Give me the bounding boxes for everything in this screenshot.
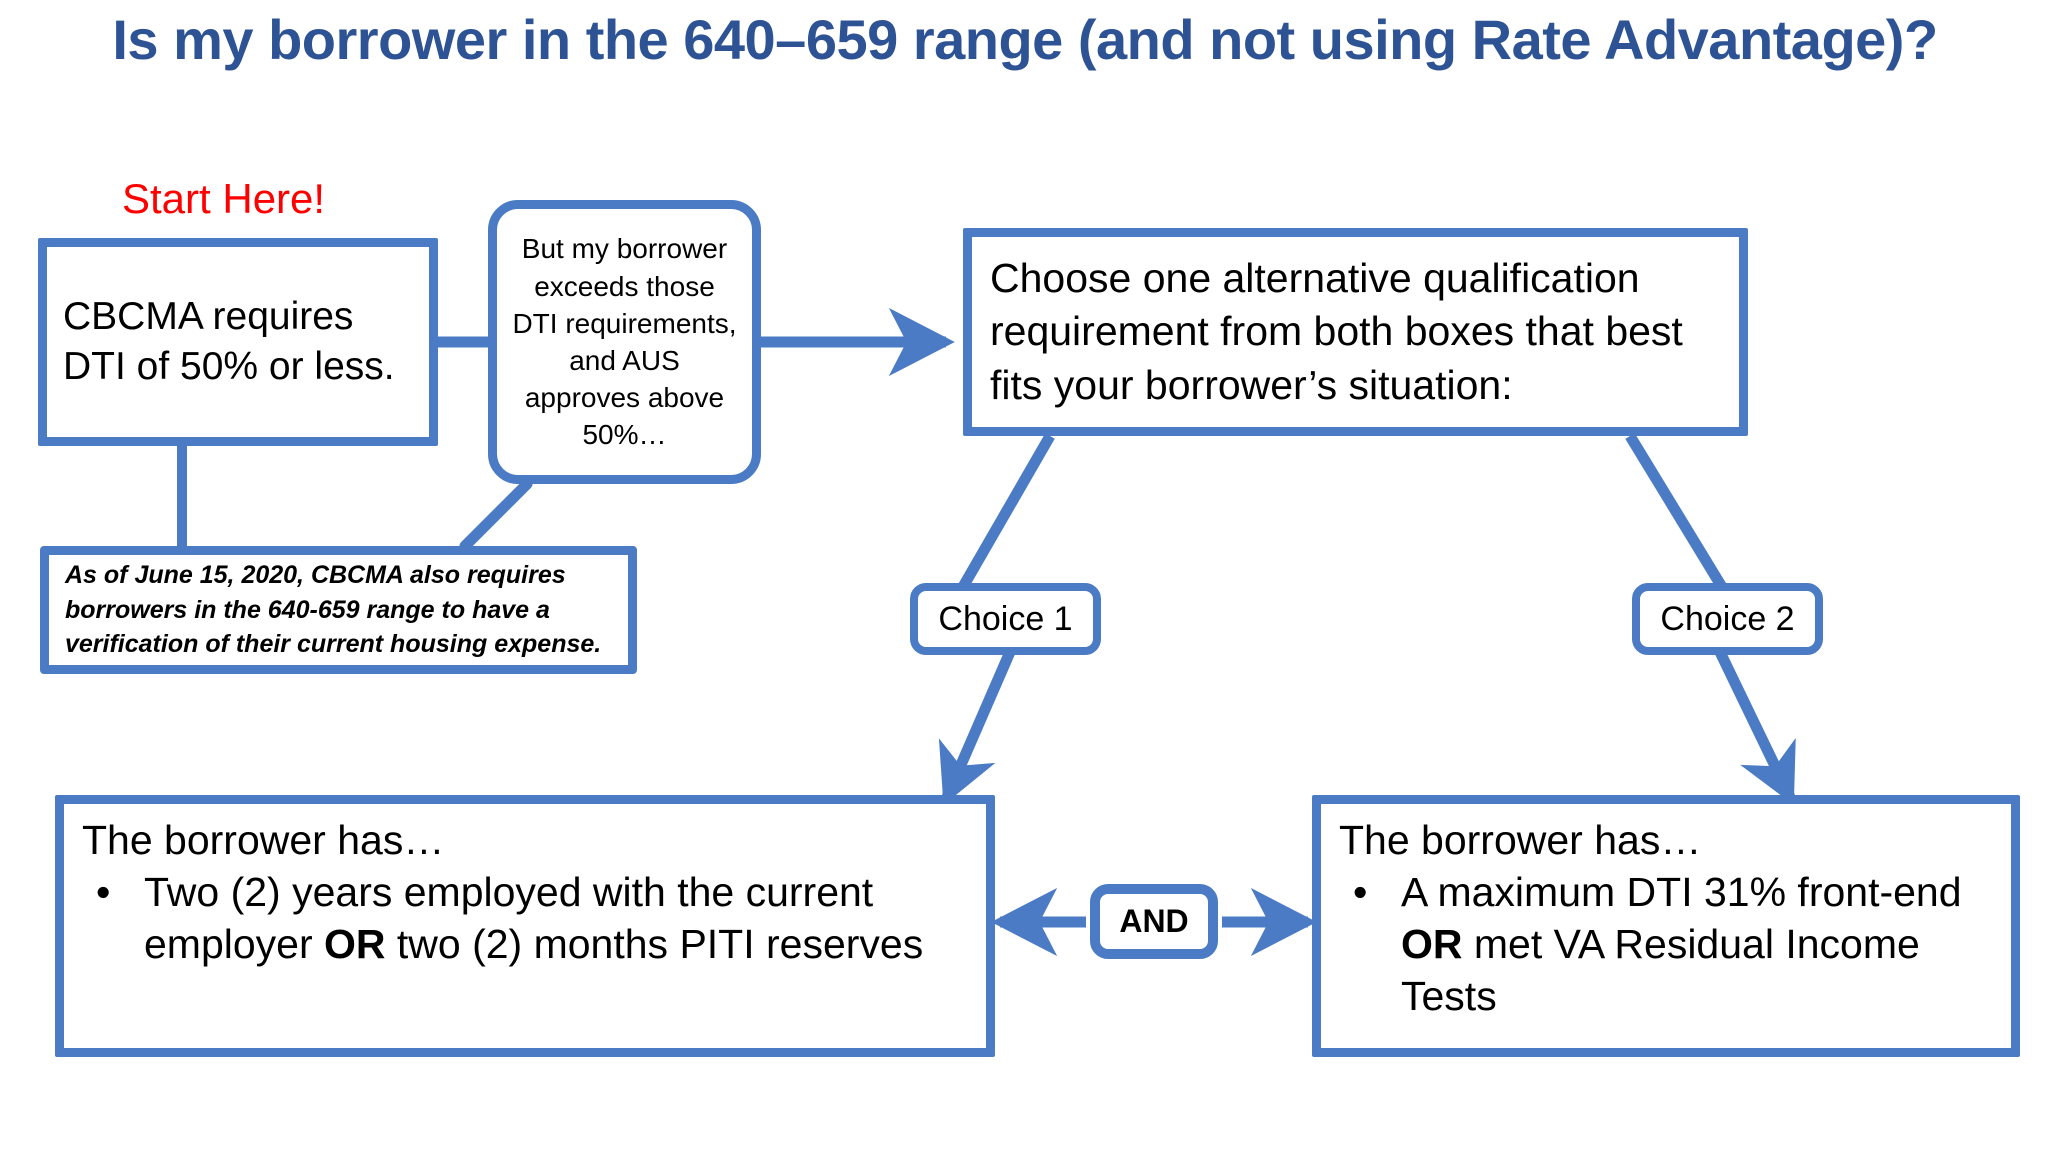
connector-choose-to-choice2: [1625, 433, 1730, 595]
node-choose-alternative-qualification[interactable]: Choose one alternative qualification req…: [963, 228, 1748, 436]
choice-2-text: Choice 2: [1660, 599, 1795, 638]
list-item: • A maximum DTI 31% front-end OR met VA …: [1339, 866, 1997, 1022]
node-choose-text: Choose one alternative qualification req…: [990, 255, 1683, 408]
right-req-heading: The borrower has…: [1339, 817, 1702, 863]
node-callout-text: But my borrower exceeds those DTI requir…: [512, 233, 737, 451]
text-part-bold: OR: [324, 921, 386, 968]
left-req-item-text: Two (2) years employed with the current …: [144, 869, 923, 967]
node-aus-exceeds-callout[interactable]: But my borrower exceeds those DTI requir…: [488, 200, 761, 484]
arrow-choice1-to-left-req: [938, 649, 1016, 806]
page-title: Is my borrower in the 640–659 range (and…: [112, 8, 1938, 71]
text-part: two (2) months PITI reserves: [385, 921, 924, 968]
label-choice-2[interactable]: Choice 2: [1632, 583, 1823, 655]
bullet-icon: •: [1353, 869, 1368, 916]
bullet-icon: •: [96, 869, 111, 916]
label-choice-1[interactable]: Choice 1: [910, 583, 1101, 655]
node-cbcma-text: CBCMA requires DTI of 50% or less.: [63, 295, 395, 388]
choice-1-text: Choice 1: [938, 599, 1073, 638]
right-req-list: • A maximum DTI 31% front-end OR met VA …: [1339, 866, 1997, 1022]
left-req-list: • Two (2) years employed with the curren…: [82, 866, 972, 970]
text-part-bold: OR: [1401, 921, 1463, 968]
text-part: Two (2) years employed with the current …: [144, 869, 874, 968]
node-housing-expense-note[interactable]: As of June 15, 2020, CBCMA also requires…: [40, 546, 637, 674]
and-text: AND: [1119, 903, 1189, 939]
text-part: met VA Residual Income Tests: [1401, 921, 1920, 1020]
node-cbcma-dti-requirement[interactable]: CBCMA requires DTI of 50% or less.: [38, 238, 438, 446]
start-here-label: Start Here!: [122, 175, 326, 222]
connector-choose-to-choice1: [955, 433, 1055, 595]
left-req-heading: The borrower has…: [82, 817, 445, 863]
node-right-requirement[interactable]: The borrower has… • A maximum DTI 31% fr…: [1312, 795, 2020, 1057]
right-req-item-text: A maximum DTI 31% front-end OR met VA Re…: [1401, 869, 1962, 1019]
node-left-requirement[interactable]: The borrower has… • Two (2) years employ…: [55, 795, 995, 1057]
arrow-choice2-to-right-req: [1715, 649, 1796, 805]
list-item: • Two (2) years employed with the curren…: [82, 866, 972, 970]
label-and-connector[interactable]: AND: [1090, 884, 1218, 959]
callout-tail: [459, 478, 533, 552]
node-note-text: As of June 15, 2020, CBCMA also requires…: [65, 561, 602, 659]
text-part: A maximum DTI 31% front-end: [1401, 869, 1962, 916]
